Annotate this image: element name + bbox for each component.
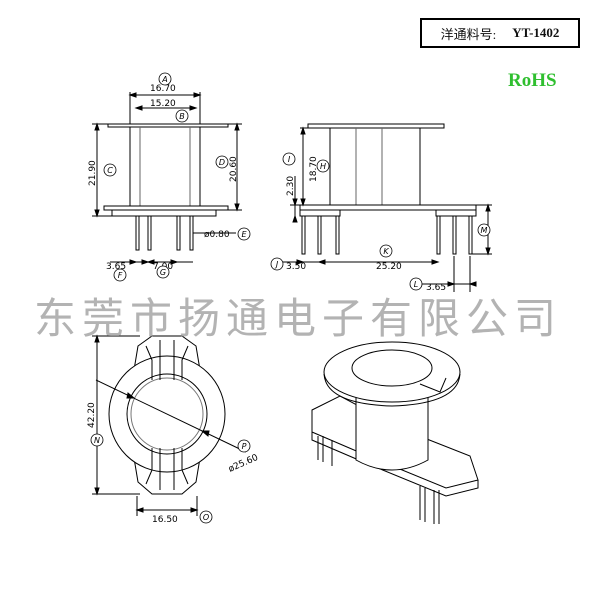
dim-k-value: 25.20 (376, 262, 402, 272)
bottom-view (92, 334, 247, 516)
front-top-flange (107, 123, 229, 128)
side-top-flange (307, 123, 445, 129)
callout-g: G (160, 268, 166, 277)
side-view (280, 123, 492, 292)
part-number-value: YT-1402 (512, 25, 560, 40)
callout-f: F (118, 271, 123, 280)
callout-a: A (161, 75, 167, 84)
front-pin (135, 215, 140, 251)
dim-o-value: 16.50 (152, 515, 178, 525)
callout-d: D (219, 158, 225, 167)
dim-n-value: 42.20 (87, 402, 97, 428)
dim-l-value: 3.65 (426, 283, 446, 293)
side-base-flange (299, 204, 477, 211)
front-pin (176, 215, 181, 251)
callout-n: N (94, 436, 100, 445)
callout-c: C (107, 166, 113, 175)
company-watermark: 东莞市扬通电子有限公司 (34, 294, 563, 343)
part-number-box: 洋通料号: YT-1402 (420, 18, 580, 48)
callout-e: E (241, 230, 247, 239)
part-number-label: 洋通料号: (440, 26, 497, 42)
dim-e-value: ø0.80 (204, 230, 230, 240)
callout-m: M (481, 226, 488, 235)
dim-f-value: 3.65 (106, 262, 126, 272)
callout-k: K (383, 247, 389, 256)
rohs-mark: RoHS (508, 70, 557, 91)
dim-b-value: 15.20 (150, 99, 176, 109)
side-pin (468, 215, 473, 255)
front-pin (189, 215, 194, 251)
side-pin (452, 215, 457, 255)
dim-d-value: 20.60 (229, 156, 239, 182)
dim-a-value: 16.70 (150, 84, 176, 94)
dim-i-value: 2.30 (286, 176, 296, 196)
callout-p: P (242, 442, 247, 451)
front-pin (147, 215, 152, 251)
callout-h: H (320, 162, 326, 171)
callout-o: O (203, 513, 209, 522)
isometric-view (311, 341, 479, 524)
callout-l: L (414, 280, 418, 289)
dim-h-value: 18.70 (309, 156, 319, 182)
front-base-flange (103, 205, 229, 211)
dim-p-value: ø25.60 (227, 453, 260, 475)
dim-j-value: 3.50 (286, 262, 306, 272)
front-view (92, 92, 242, 265)
callout-i: I (288, 155, 291, 164)
side-pin (335, 215, 340, 255)
iso-core-hole (351, 349, 433, 387)
side-pin (301, 215, 306, 255)
side-pin (436, 215, 441, 255)
callout-b: B (179, 112, 185, 121)
dim-c-value: 21.90 (88, 160, 98, 186)
side-pin (317, 215, 322, 255)
callouts (90, 72, 491, 524)
bottom-core-hole (126, 373, 208, 455)
callout-j: J (274, 260, 279, 269)
